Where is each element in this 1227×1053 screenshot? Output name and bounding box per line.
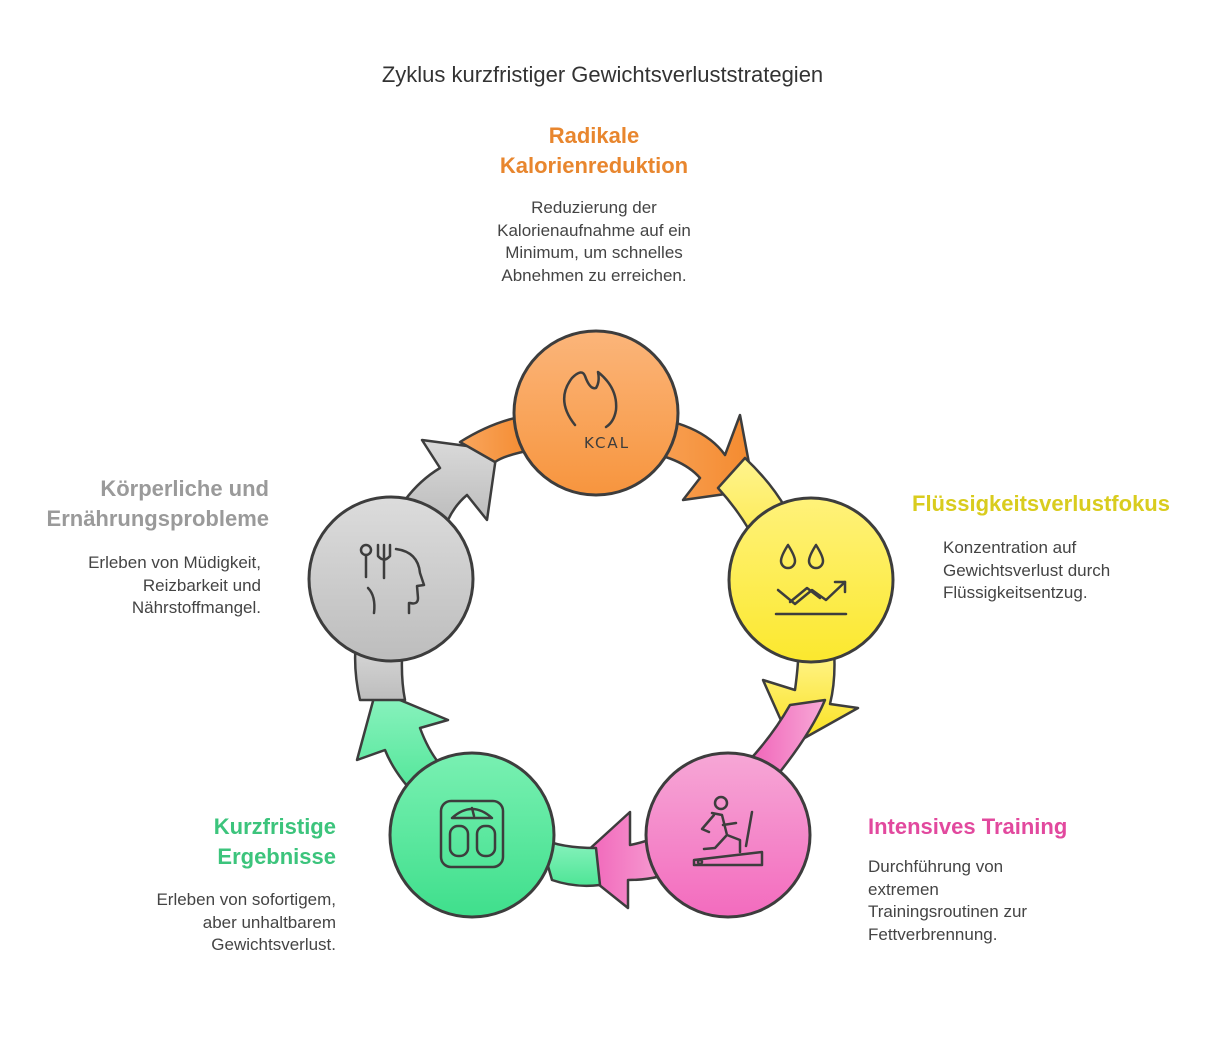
head-fork-spoon-icon <box>359 543 426 615</box>
step-description-intensives-training: Durchführung von extremen Trainingsrouti… <box>868 857 1028 944</box>
treadmill-runner-icon <box>692 795 764 867</box>
step-label-kurzfristige-ergebnisse: Kurzfristige Ergebnisse <box>213 814 336 869</box>
arrow-gray-to-orange-head <box>403 438 499 522</box>
step-circle-kurzfristige-ergebnisse <box>388 751 556 919</box>
step-label-koerperliche-probleme: Körperliche und Ernährungsprobleme <box>46 476 269 531</box>
arrow-green-to-gray <box>538 836 602 888</box>
step-label-radikale-kalorienreduktion: Radikale Kalorienreduktion <box>499 123 689 178</box>
step-circle-koerperliche-probleme <box>307 495 475 663</box>
step-description-radikale-kalorienreduktion: Reduzierung der Kalorienaufnahme auf ein… <box>497 198 691 285</box>
kcal-icon-text: KCAL <box>584 434 630 452</box>
step-description-fluessigkeitsverlustfokus: Konzentration auf Gewichtsverlust durch … <box>943 538 1111 602</box>
step-circle-fluessigkeitsverlustfokus <box>727 496 895 664</box>
diagram-title: Zyklus kurzfristiger Gewichtsverluststra… <box>381 62 824 87</box>
water-drops-trend-icon <box>774 543 848 616</box>
step-circle-radikale-kalorienreduktion <box>512 329 680 497</box>
step-label-fluessigkeitsverlustfokus: Flüssigkeitsverlustfokus <box>912 491 1170 516</box>
bathroom-scale-icon <box>439 799 505 869</box>
step-description-kurzfristige-ergebnisse: Erleben von sofortigem, aber unhaltbarem… <box>156 890 336 954</box>
step-description-koerperliche-probleme: Erleben von Müdigkeit, Reizbarkeit und N… <box>88 553 261 617</box>
kcal-flame-icon: KCAL <box>563 370 630 452</box>
step-label-intensives-training: Intensives Training <box>868 814 1068 839</box>
